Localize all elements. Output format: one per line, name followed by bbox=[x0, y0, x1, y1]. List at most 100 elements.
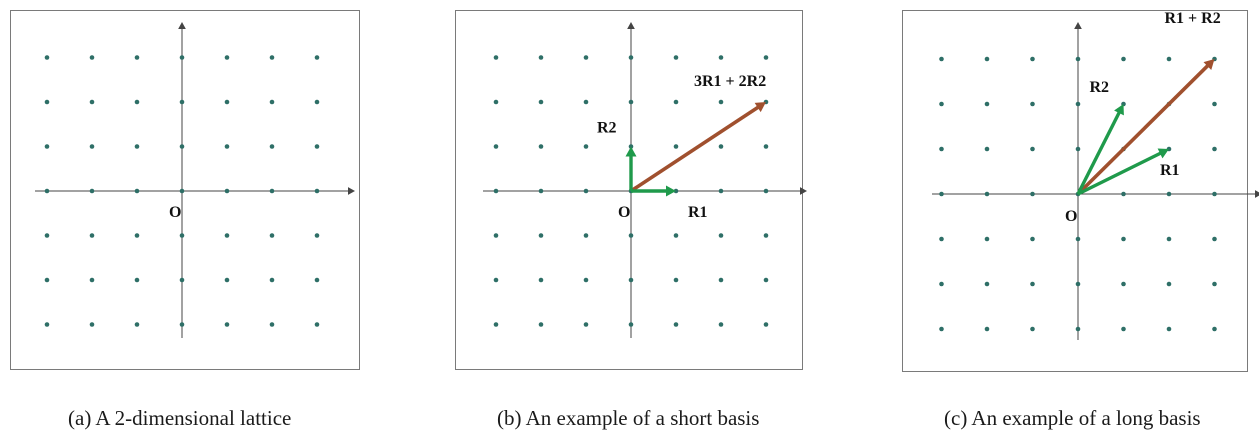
lattice-point bbox=[673, 277, 679, 283]
origin-label: O bbox=[1065, 208, 1077, 225]
lattice-point bbox=[1121, 191, 1126, 197]
lattice-point bbox=[179, 144, 185, 149]
vector-label-r2: R2 bbox=[1090, 79, 1110, 96]
lattice-point bbox=[1212, 281, 1217, 287]
lattice-point bbox=[673, 55, 679, 60]
lattice-point bbox=[1075, 236, 1081, 242]
lattice-point bbox=[984, 281, 990, 287]
lattice-point bbox=[1166, 326, 1172, 332]
lattice-point bbox=[538, 55, 544, 60]
lattice-point bbox=[939, 281, 944, 287]
lattice-point bbox=[538, 322, 544, 327]
lattice-point bbox=[493, 144, 499, 149]
lattice-point bbox=[673, 322, 679, 327]
vector-r2 bbox=[625, 146, 637, 191]
y-axis bbox=[178, 22, 186, 338]
lattice-point bbox=[939, 326, 944, 332]
lattice-point bbox=[314, 188, 320, 194]
lattice-point bbox=[1212, 191, 1217, 197]
lattice-point bbox=[224, 233, 230, 238]
lattice-point bbox=[1121, 236, 1126, 242]
lattice-point bbox=[1030, 56, 1035, 62]
lattice-point bbox=[984, 101, 990, 107]
lattice-point bbox=[179, 233, 185, 238]
lattice-point bbox=[269, 277, 275, 283]
lattice-point bbox=[763, 55, 769, 60]
lattice-point bbox=[538, 233, 544, 238]
lattice-point bbox=[89, 322, 95, 327]
vector-r1 bbox=[631, 185, 676, 197]
lattice-point bbox=[718, 99, 724, 105]
lattice-point bbox=[1075, 101, 1081, 107]
vector-r1-r2 bbox=[1076, 59, 1215, 196]
caption-a: (a) A 2-dimensional lattice bbox=[68, 406, 292, 430]
vector-label-r1: R1 bbox=[1160, 162, 1180, 179]
lattice-point bbox=[224, 277, 230, 283]
caption-c: (c) An example of a long basis bbox=[944, 406, 1201, 430]
lattice-point bbox=[583, 55, 589, 60]
lattice-point bbox=[89, 55, 95, 60]
lattice-point bbox=[1030, 236, 1035, 242]
lattice-point bbox=[44, 277, 50, 283]
lattice-point bbox=[134, 322, 140, 327]
lattice-point bbox=[134, 144, 140, 149]
lattice-point bbox=[179, 322, 185, 327]
lattice-point bbox=[984, 146, 990, 152]
lattice-point bbox=[1166, 191, 1172, 197]
lattice-point bbox=[763, 144, 769, 149]
lattice-point bbox=[984, 236, 990, 242]
vector-label-3r1-2r2: 3R1 + 2R2 bbox=[694, 73, 766, 90]
lattice-point bbox=[44, 188, 50, 194]
lattice-point bbox=[134, 277, 140, 283]
lattice-point bbox=[269, 99, 275, 105]
lattice-point bbox=[628, 99, 634, 105]
lattice-point bbox=[1075, 281, 1081, 287]
lattice-point bbox=[538, 99, 544, 105]
lattice-point bbox=[1166, 56, 1172, 62]
panel-a-frame bbox=[10, 10, 360, 370]
lattice-point bbox=[314, 277, 320, 283]
panel-a-plot: O bbox=[35, 22, 355, 338]
panel-c-frame bbox=[902, 10, 1248, 372]
lattice-point bbox=[1030, 281, 1035, 287]
lattice-point bbox=[314, 322, 320, 327]
lattice-point bbox=[1166, 236, 1172, 242]
lattice-point bbox=[134, 233, 140, 238]
lattice-point bbox=[984, 326, 990, 332]
vector-label-r1: R1 bbox=[688, 204, 708, 221]
lattice-point bbox=[493, 188, 499, 194]
lattice-point bbox=[939, 101, 944, 107]
lattice-point bbox=[224, 188, 230, 194]
lattice-point bbox=[673, 144, 679, 149]
lattice-point bbox=[939, 191, 944, 197]
lattice-point bbox=[763, 277, 769, 283]
lattice-point bbox=[493, 55, 499, 60]
lattice-point bbox=[538, 277, 544, 283]
lattice-point bbox=[1030, 191, 1035, 197]
lattice-point bbox=[493, 277, 499, 283]
lattice-point bbox=[89, 99, 95, 105]
lattice-point bbox=[314, 99, 320, 105]
lattice-point bbox=[314, 55, 320, 60]
vector-r1 bbox=[1077, 148, 1169, 196]
x-axis bbox=[35, 187, 355, 195]
lattice-point bbox=[583, 144, 589, 149]
vector-label-r2: R2 bbox=[597, 120, 617, 137]
lattice-point bbox=[44, 144, 50, 149]
lattice-point bbox=[939, 236, 944, 242]
lattice-point bbox=[583, 322, 589, 327]
lattice-point bbox=[44, 233, 50, 238]
lattice-point bbox=[628, 55, 634, 60]
lattice-point bbox=[1212, 101, 1217, 107]
lattice-point bbox=[1075, 146, 1081, 152]
lattice-point bbox=[1212, 146, 1217, 152]
lattice-point bbox=[224, 99, 230, 105]
lattice-point bbox=[1166, 281, 1172, 287]
lattice-point bbox=[269, 188, 275, 194]
x-axis bbox=[932, 190, 1259, 198]
lattice-point bbox=[269, 233, 275, 238]
lattice-point bbox=[134, 188, 140, 194]
lattice-point bbox=[89, 188, 95, 194]
lattice-point bbox=[1030, 146, 1035, 152]
